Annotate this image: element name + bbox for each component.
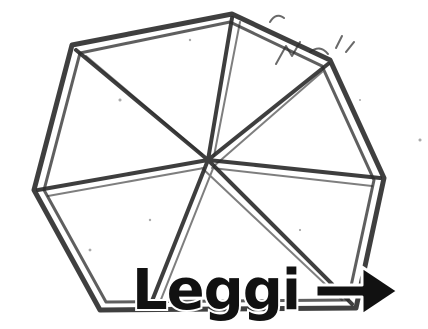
read-link[interactable]: Leggi — [132, 256, 400, 326]
arrow-right-icon — [314, 263, 400, 319]
read-label: Leggi — [132, 263, 300, 319]
